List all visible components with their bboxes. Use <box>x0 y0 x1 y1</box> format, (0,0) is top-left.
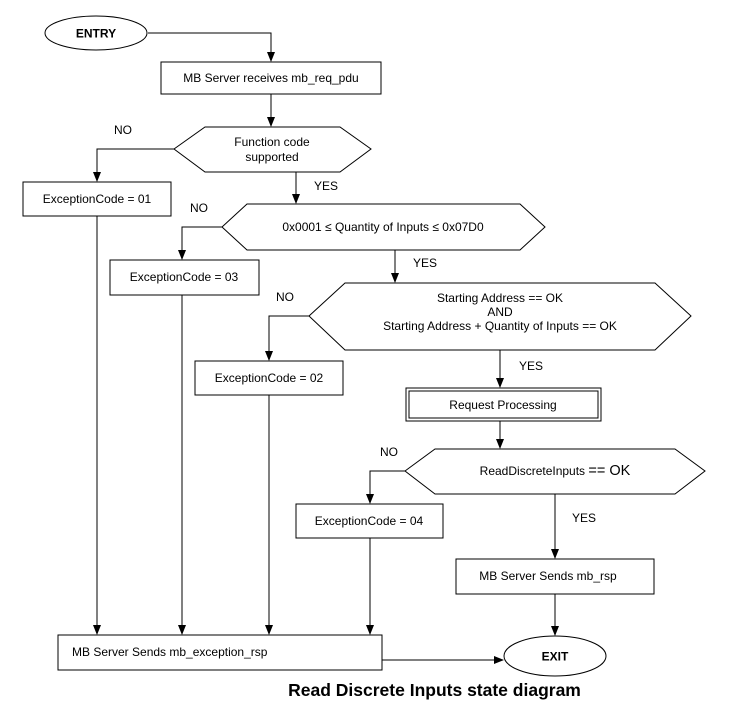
read-ok-label-op: == OK <box>588 463 630 479</box>
address-label-line3: Starting Address + Quantity of Inputs ==… <box>383 319 617 333</box>
edge-label-yes-function-code: YES <box>314 179 338 193</box>
quantity-decision: 0x0001 ≤ Quantity of Inputs ≤ 0x07D0 <box>221 203 546 251</box>
address-decision: Starting Address == OK AND Starting Addr… <box>308 282 692 351</box>
request-processing-label: Request Processing <box>449 398 556 412</box>
receive-label: MB Server receives mb_req_pdu <box>183 71 358 85</box>
send-exception-node: MB Server Sends mb_exception_rsp <box>57 634 383 671</box>
exception-04-node: ExceptionCode = 04 <box>295 503 444 539</box>
exception-02-node: ExceptionCode = 02 <box>194 360 344 396</box>
edge-label-yes-address: YES <box>519 359 543 373</box>
read-ok-label: ReadDiscreteInputs == OK <box>480 463 631 479</box>
quantity-label: 0x0001 ≤ Quantity of Inputs ≤ 0x07D0 <box>282 220 484 234</box>
address-label-line2: AND <box>487 305 513 319</box>
exception-04-label: ExceptionCode = 04 <box>315 514 424 528</box>
function-code-decision: Function code supported <box>173 126 372 173</box>
edge-labels: NO YES NO YES NO YES NO YES <box>114 123 596 525</box>
read-ok-decision: ReadDiscreteInputs == OK <box>404 448 706 495</box>
exception-03-node: ExceptionCode = 03 <box>109 259 260 296</box>
function-code-label-line1: Function code <box>234 135 310 149</box>
edges <box>93 32 559 664</box>
edge-function-code-no <box>93 148 174 182</box>
send-exception-label: MB Server Sends mb_exception_rsp <box>72 645 268 659</box>
address-label-line1: Starting Address == OK <box>437 291 563 305</box>
exit-label: EXIT <box>542 650 569 664</box>
request-processing-node: Request Processing <box>405 387 602 422</box>
exit-node: EXIT <box>503 635 607 677</box>
exception-03-label: ExceptionCode = 03 <box>130 270 239 284</box>
receive-node: MB Server receives mb_req_pdu <box>160 61 382 95</box>
edge-quantity-no <box>178 226 222 260</box>
edge-label-no-read: NO <box>380 445 398 459</box>
edge-label-no-address: NO <box>276 290 294 304</box>
exception-01-node: ExceptionCode = 01 <box>22 181 172 217</box>
edge-address-no <box>265 315 309 361</box>
edge-label-no-quantity: NO <box>190 201 208 215</box>
entry-label: ENTRY <box>76 27 116 41</box>
entry-node: ENTRY <box>44 15 148 51</box>
exception-01-label: ExceptionCode = 01 <box>43 192 152 206</box>
send-rsp-node: MB Server Sends mb_rsp <box>455 558 655 595</box>
edge-entry-to-receive <box>148 32 275 62</box>
function-code-label-line2: supported <box>245 150 298 164</box>
edge-label-yes-quantity: YES <box>413 256 437 270</box>
edge-label-yes-read: YES <box>572 511 596 525</box>
diagram-caption: Read Discrete Inputs state diagram <box>288 680 581 700</box>
edge-read-no <box>366 470 405 504</box>
exception-02-label: ExceptionCode = 02 <box>215 371 324 385</box>
send-rsp-label: MB Server Sends mb_rsp <box>479 569 617 583</box>
edge-label-no-function-code: NO <box>114 123 132 137</box>
read-ok-label-text: ReadDiscreteInputs <box>480 464 589 478</box>
